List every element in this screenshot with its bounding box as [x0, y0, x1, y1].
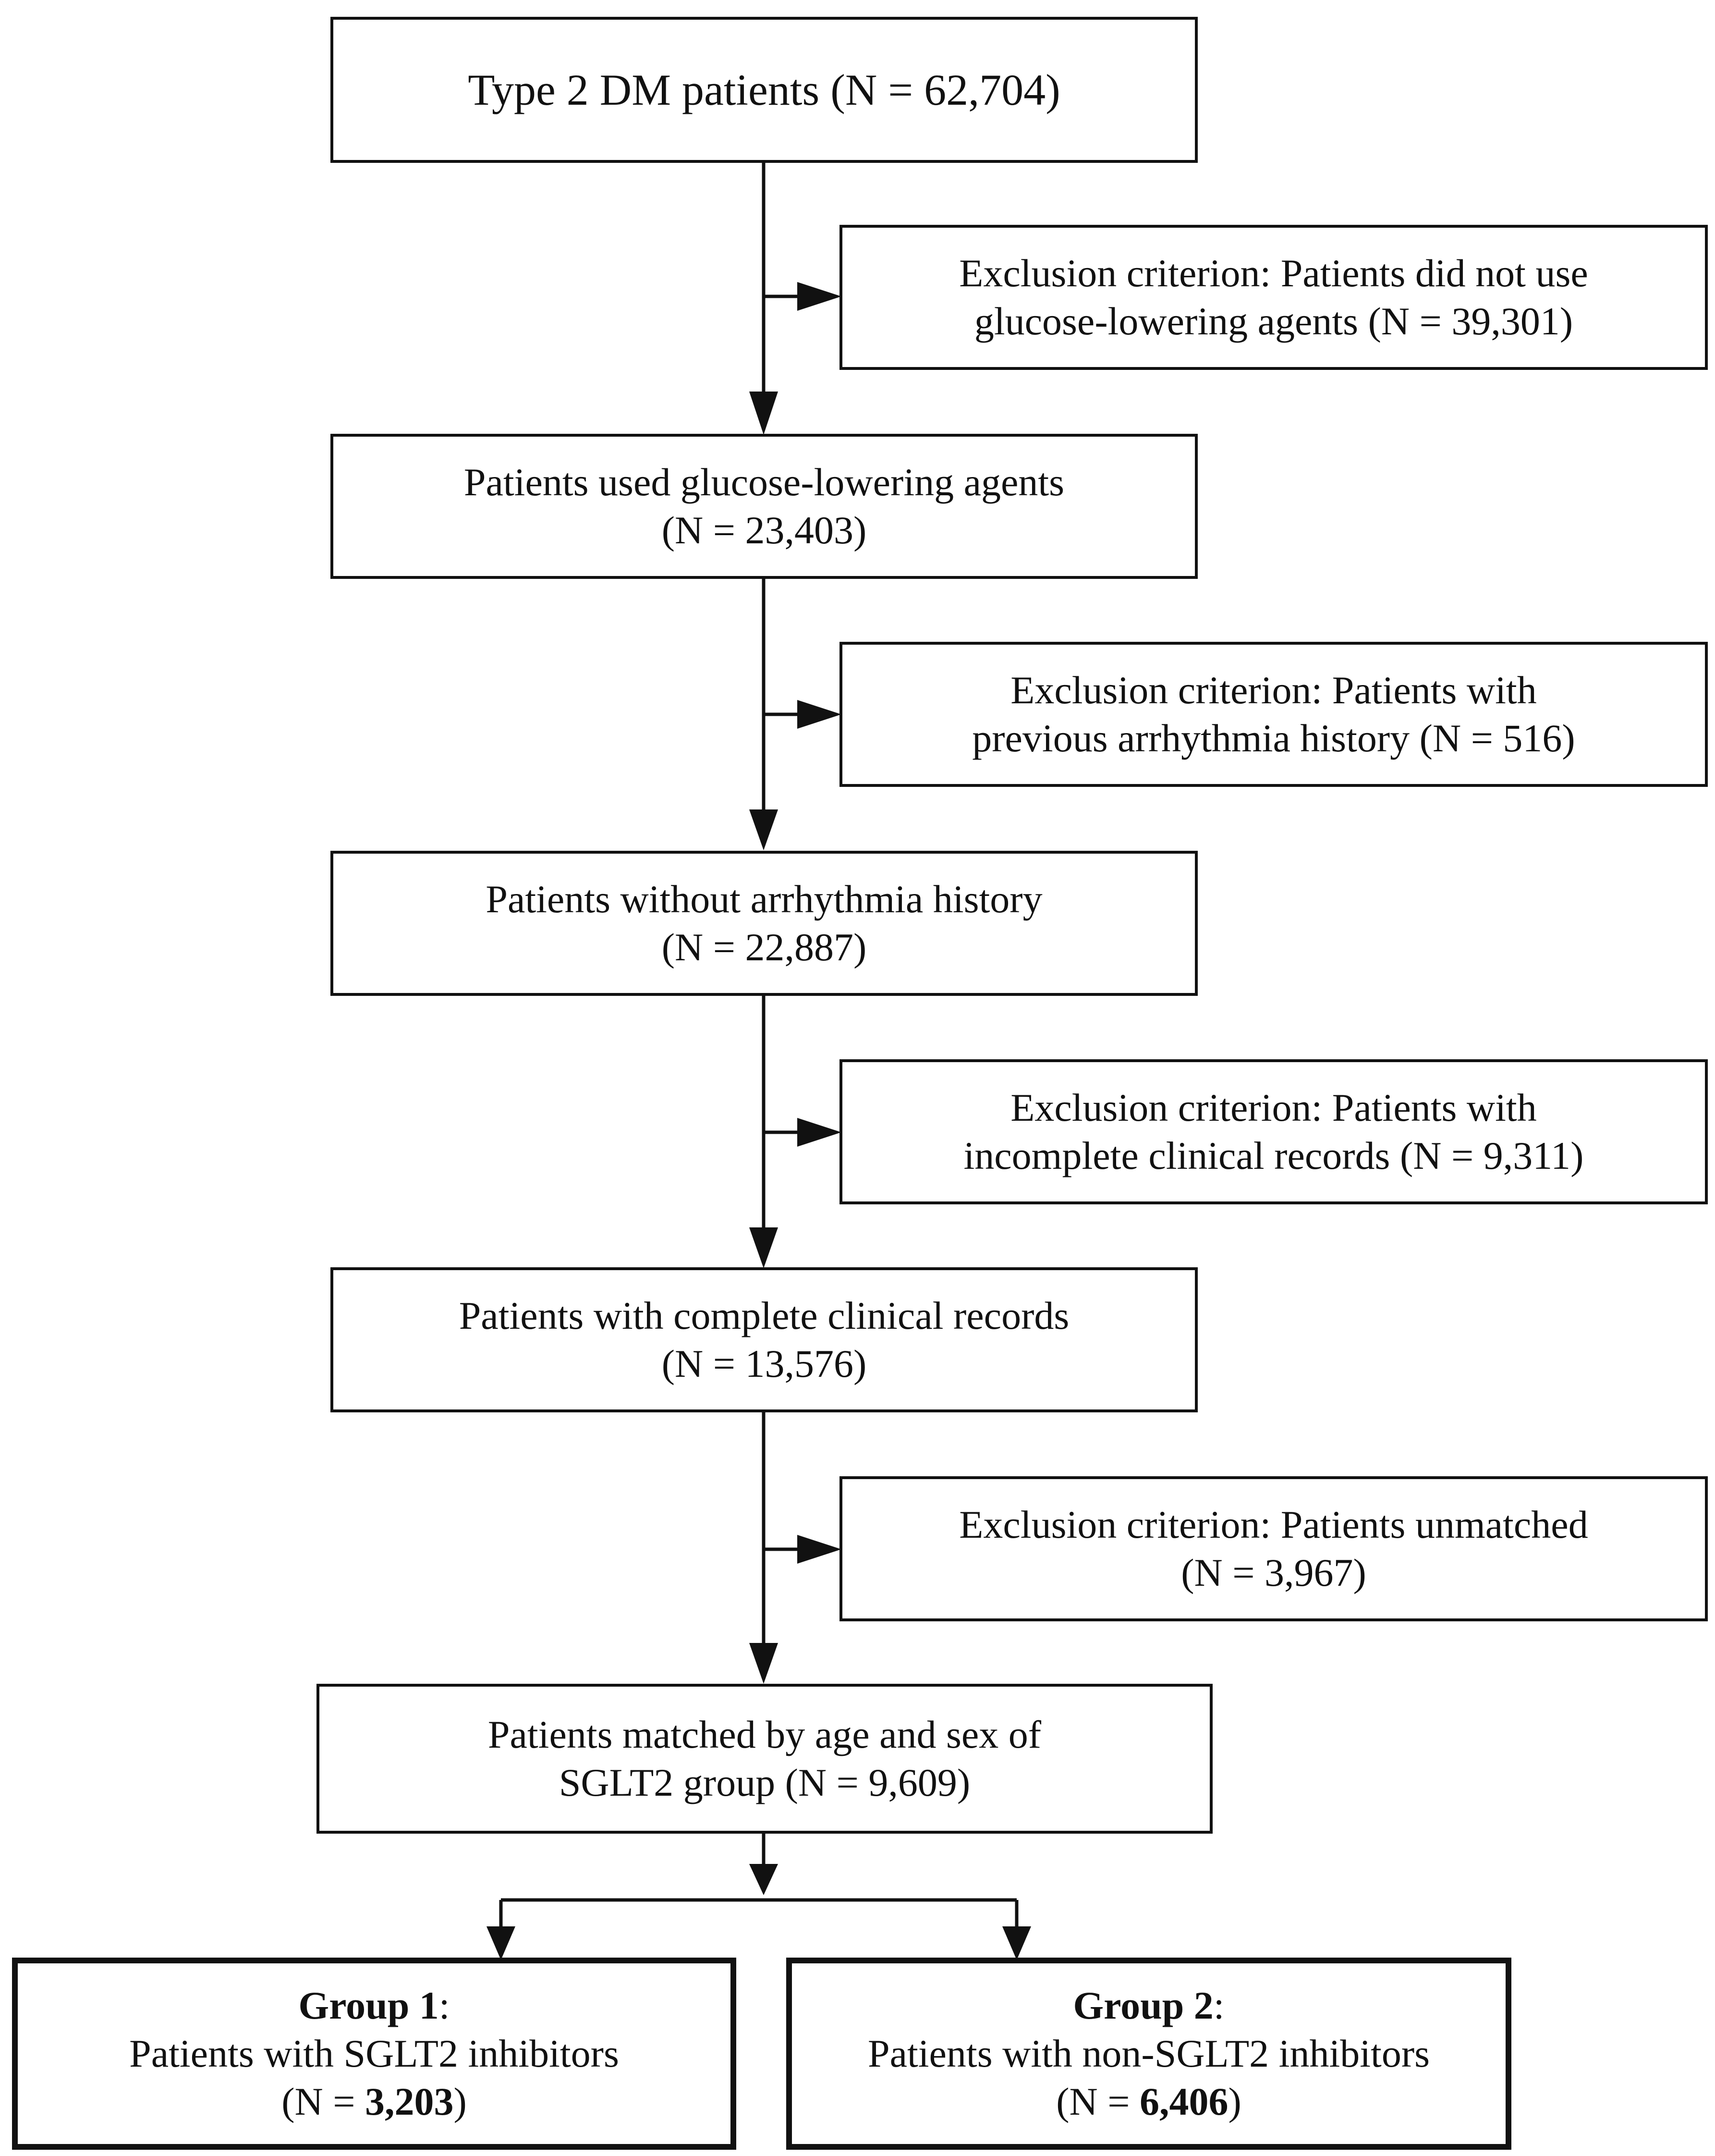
arrowhead-down-2: [749, 809, 778, 850]
arrowhead-right-4: [797, 1535, 841, 1564]
exclusion-box-1-line-1: Exclusion criterion: Patients did not us…: [959, 251, 1588, 295]
arrowhead-right-2: [797, 700, 841, 729]
exclusion-box-1-line-2: glucose-lowering agents (N = 39,301): [974, 299, 1573, 343]
arrowhead-group-1: [487, 1926, 515, 1960]
group-2-colon: :: [1213, 1984, 1225, 2027]
included-box-1-line-1: Patients used glucose-lowering agents: [463, 460, 1065, 504]
exclusion-box-4-line-1: Exclusion criterion: Patients unmatched: [959, 1503, 1588, 1546]
matched-box-line-2: SGLT2 group (N = 9,609): [559, 1761, 971, 1804]
arrowhead-right-1: [797, 282, 841, 311]
included-box-3: Patients with complete clinical records …: [330, 1267, 1198, 1412]
included-box-1: Patients used glucose-lowering agents (N…: [330, 434, 1198, 579]
included-box-2: Patients without arrhythmia history (N =…: [330, 851, 1198, 996]
group-2-count-prefix: (N =: [1056, 2080, 1140, 2123]
exclusion-box-3-line-1: Exclusion criterion: Patients with: [1010, 1086, 1537, 1129]
arrowhead-down-3: [749, 1227, 778, 1268]
start-box: Type 2 DM patients (N = 62,704): [330, 17, 1198, 163]
included-box-3-line-2: (N = 13,576): [661, 1342, 867, 1385]
group-1-count-suffix: ): [453, 2080, 467, 2123]
group-1-count-value: 3,203: [365, 2080, 454, 2123]
group-1-description: Patients with SGLT2 inhibitors: [129, 2032, 619, 2075]
group-2-description: Patients with non-SGLT2 inhibitors: [867, 2032, 1430, 2075]
matched-box: Patients matched by age and sex of SGLT2…: [316, 1684, 1213, 1834]
group-1-colon: :: [438, 1984, 450, 2027]
exclusion-box-2-line-2: previous arrhythmia history (N = 516): [972, 716, 1575, 760]
group-1-box: Group 1: Patients with SGLT2 inhibitors …: [12, 1958, 736, 2150]
group-1-count-prefix: (N =: [281, 2080, 365, 2123]
exclusion-box-3-line-2: incomplete clinical records (N = 9,311): [963, 1134, 1584, 1177]
group-2-box: Group 2: Patients with non-SGLT2 inhibit…: [786, 1958, 1511, 2150]
group-2-count: (N = 6,406): [1056, 2078, 1241, 2126]
exclusion-box-2: Exclusion criterion: Patients with previ…: [839, 642, 1708, 787]
arrowhead-right-3: [797, 1118, 841, 1147]
group-2-label: Group 2: [1073, 1984, 1214, 2027]
included-box-3-line-1: Patients with complete clinical records: [459, 1294, 1070, 1337]
exclusion-box-2-line-1: Exclusion criterion: Patients with: [1010, 668, 1537, 712]
group-1-count: (N = 3,203): [281, 2078, 467, 2126]
group-2-title: Group 2:: [1073, 1982, 1224, 2030]
exclusion-box-4-line-2: (N = 3,967): [1181, 1551, 1366, 1594]
exclusion-box-4: Exclusion criterion: Patients unmatched …: [839, 1476, 1708, 1621]
exclusion-box-3: Exclusion criterion: Patients with incom…: [839, 1059, 1708, 1204]
included-box-2-line-2: (N = 22,887): [661, 925, 867, 969]
group-2-count-value: 6,406: [1139, 2080, 1228, 2123]
arrowhead-group-2: [1002, 1926, 1031, 1960]
arrowhead-down-1: [749, 392, 778, 435]
group-2-count-suffix: ): [1228, 2080, 1241, 2123]
arrowhead-down-4: [749, 1643, 778, 1684]
arrowhead-down-5: [749, 1864, 778, 1895]
start-box-text: Type 2 DM patients (N = 62,704): [468, 65, 1060, 114]
exclusion-box-1: Exclusion criterion: Patients did not us…: [839, 225, 1708, 370]
included-box-2-line-1: Patients without arrhythmia history: [486, 877, 1043, 921]
group-1-title: Group 1:: [298, 1982, 450, 2030]
included-box-1-line-2: (N = 23,403): [661, 508, 867, 552]
matched-box-line-1: Patients matched by age and sex of: [487, 1713, 1042, 1756]
group-1-label: Group 1: [298, 1984, 439, 2027]
